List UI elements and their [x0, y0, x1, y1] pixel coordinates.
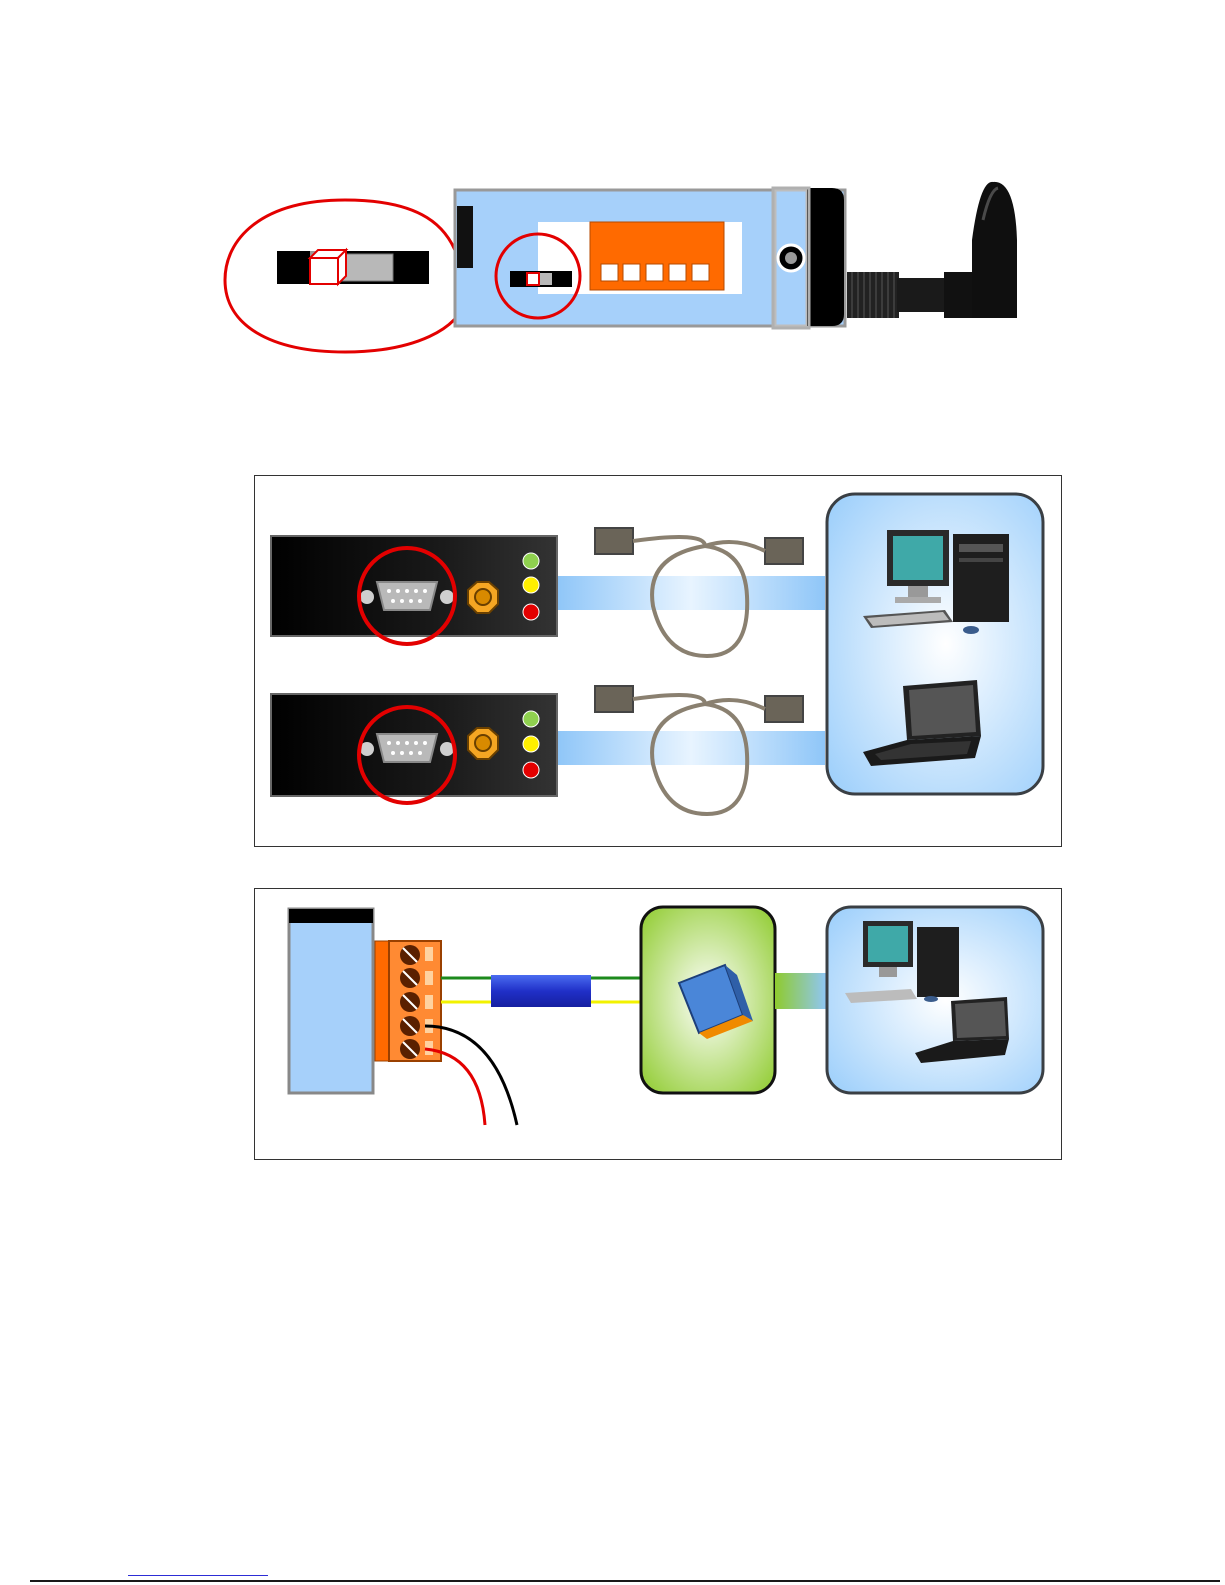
- screw-icon: [400, 945, 420, 965]
- figure-rs485-connection: [254, 888, 1062, 1160]
- switch-small: [510, 271, 572, 287]
- screw-icon: [400, 992, 420, 1012]
- terminal-block-side: [375, 941, 441, 1061]
- screw-icon: [400, 1039, 420, 1059]
- figure-module-top-view: [220, 180, 1030, 360]
- footer-link-underline[interactable]: [128, 1575, 268, 1576]
- antenna-connector-icon: [468, 728, 498, 759]
- led-yellow: [523, 736, 539, 752]
- switch-knob-enlarged: [310, 250, 346, 284]
- antenna-icon: [847, 182, 1017, 318]
- antenna-connector-icon: [468, 582, 498, 613]
- screw-icon: [400, 1016, 420, 1036]
- led-red: [523, 604, 539, 620]
- figure-rs232-connection: [254, 475, 1062, 847]
- device-2-front-panel: [271, 694, 557, 803]
- terminal-block-orange: [590, 222, 724, 290]
- shielded-cable-tube: [491, 975, 591, 1007]
- led-yellow: [523, 577, 539, 593]
- device-1-front-panel: [271, 536, 557, 644]
- pc-panel: [827, 907, 1043, 1093]
- footer-rule: [30, 1580, 1220, 1582]
- converter-panel: [641, 907, 775, 1093]
- module-side-view: [289, 909, 373, 1093]
- led-red: [523, 762, 539, 778]
- module-body: [455, 188, 845, 328]
- pc-panel: [827, 494, 1043, 794]
- led-green: [523, 711, 539, 727]
- screw-icon: [400, 968, 420, 988]
- led-green: [523, 553, 539, 569]
